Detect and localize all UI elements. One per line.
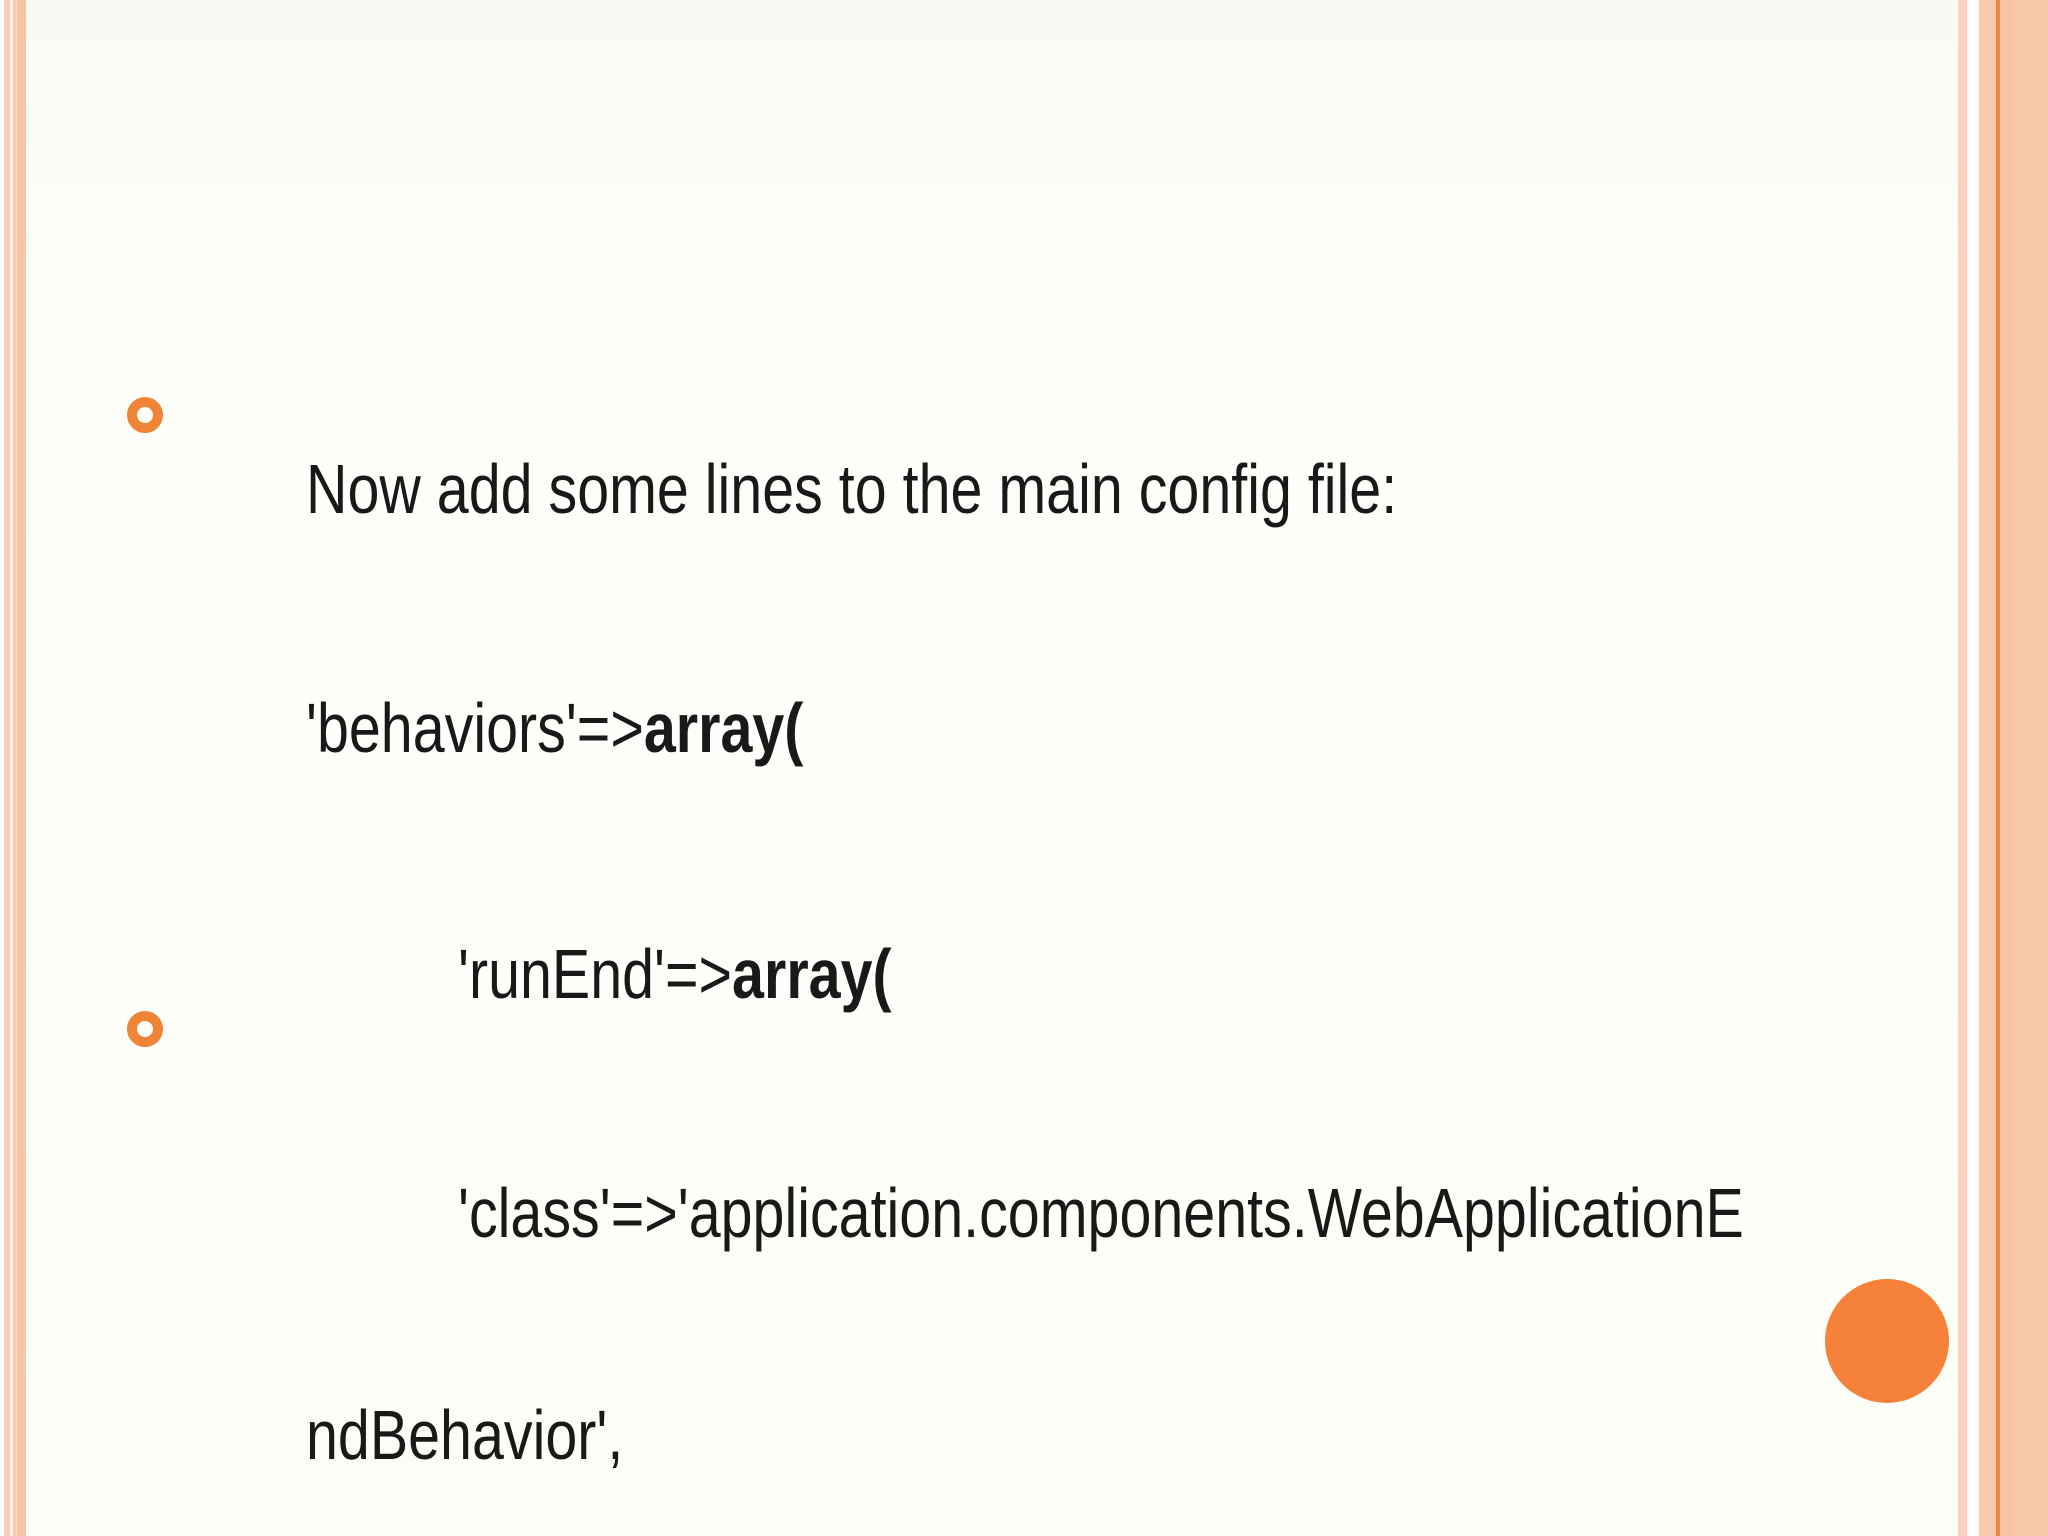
code-text: 'runEnd'=> (457, 935, 732, 1013)
code-line-behaviors: 'behaviors'=>array( (189, 617, 1829, 839)
bullet1-text: Now add some lines to the main config fi… (305, 450, 1397, 528)
code-line-runend: 'runEnd'=>array( (341, 863, 1829, 1085)
bullet-ring-icon (127, 1011, 163, 1047)
code-text: 'behaviors'=> (305, 689, 644, 767)
code-text-bold: array( (643, 689, 804, 767)
right-border-stripes (1958, 0, 2048, 1536)
left-border-stripes (0, 0, 26, 1536)
code-line-wrap: ndBehavior', (305, 1396, 624, 1474)
code-line-class: 'class'=>'application.components.WebAppl… (457, 1174, 1744, 1252)
slide-body-text: Now add some lines to the main config fi… (189, 378, 1829, 1536)
decorative-circle (1825, 1279, 1949, 1403)
code-text-bold: array( (731, 935, 892, 1013)
bullet-ring-icon (127, 397, 163, 433)
